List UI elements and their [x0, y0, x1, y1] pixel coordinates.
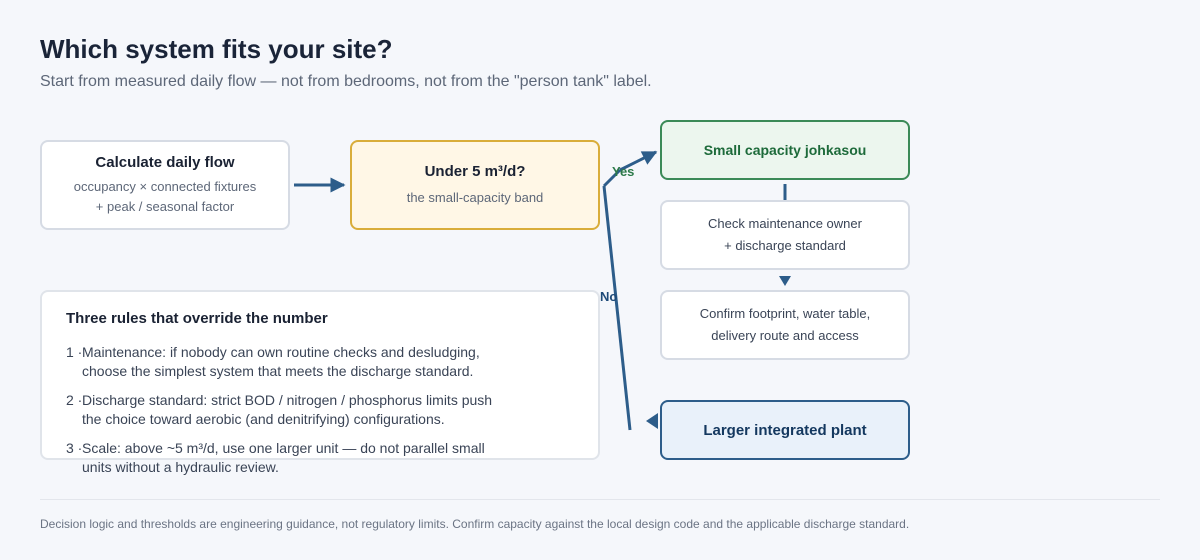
rule-text: Scale: above ~5 m³/d, use one larger uni… — [82, 440, 485, 475]
page-subtitle: Start from measured daily flow — not fro… — [40, 73, 652, 90]
rule-number: 2 · — [66, 392, 83, 408]
rule-text: Discharge standard: strict BOD / nitroge… — [82, 392, 493, 427]
node-text: + discharge standard — [724, 238, 846, 253]
rule-text: Maintenance: if nobody can own routine c… — [82, 344, 480, 379]
node-check-maintenance: Check maintenance owner + discharge stan… — [660, 200, 910, 270]
node-title: Under 5 m³/d? — [424, 162, 526, 180]
arrowhead-to-larger — [646, 413, 658, 429]
rule-item: 3 · Scale: above ~5 m³/d, use one larger… — [66, 439, 574, 477]
page-title: Which system fits your site? — [40, 34, 393, 64]
node-calculate-daily-flow: Calculate daily flow occupancy × connect… — [40, 140, 290, 230]
node-confirm-footprint: Confirm footprint, water table, delivery… — [660, 290, 910, 360]
arrow-no-branch — [602, 185, 632, 431]
node-title: Small capacity johkasou — [703, 142, 867, 158]
node-text: the small-capacity band — [406, 189, 544, 205]
arrowhead-to-confirm — [779, 276, 791, 286]
edge-label-no: No — [600, 289, 618, 304]
edge-label-yes: Yes — [612, 164, 635, 179]
node-text: occupancy × connected fixtures — [73, 178, 257, 194]
node-title: Larger integrated plant — [703, 421, 867, 439]
arrow-yes-branch-b — [619, 150, 658, 172]
node-text: Confirm footprint, water table, — [699, 306, 871, 321]
rule-item: 1 · Maintenance: if nobody can own routi… — [66, 343, 574, 381]
node-larger-integrated-plant: Larger integrated plant — [660, 400, 910, 460]
rules-title: Three rules that override the number — [66, 310, 328, 327]
node-under-5-decision: Under 5 m³/d? the small-capacity band — [350, 140, 600, 230]
node-text: Check maintenance owner — [708, 216, 862, 231]
rule-number: 3 · — [66, 440, 83, 456]
rules-panel: Three rules that override the number 1 ·… — [40, 290, 600, 475]
footer-note: Decision logic and thresholds are engine… — [40, 517, 910, 531]
node-text: delivery route and access — [711, 328, 859, 343]
node-text: + peak / seasonal factor — [95, 198, 235, 214]
node-small-capacity-johkasou: Small capacity johkasou — [660, 120, 910, 180]
rule-number: 1 · — [66, 344, 83, 360]
arrow-yes-branch-a — [602, 168, 622, 188]
footer-divider — [40, 499, 1160, 500]
node-title: Calculate daily flow — [95, 153, 235, 171]
rule-item: 2 · Discharge standard: strict BOD / nit… — [66, 391, 574, 429]
